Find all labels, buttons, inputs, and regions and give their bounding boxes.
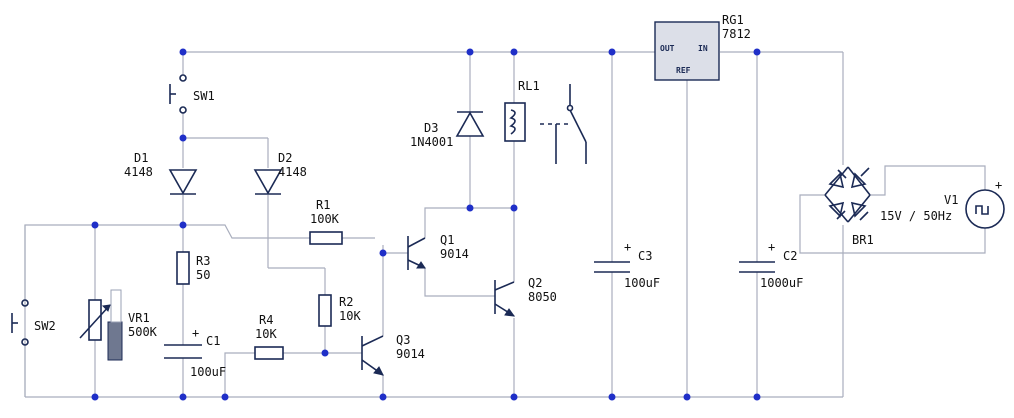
v1-value: 15V / 50Hz <box>880 209 952 223</box>
r1-value: 100K <box>310 212 340 226</box>
r1-label: R1 <box>316 198 330 212</box>
c3-label: C3 <box>638 249 652 263</box>
vr1-label: VR1 <box>128 311 150 325</box>
d1-label: D1 <box>134 151 148 165</box>
sw2-label: SW2 <box>34 319 56 333</box>
rg1-pin-ref: REF <box>676 66 691 75</box>
r3-label: R3 <box>196 254 210 268</box>
d3-value: 1N4001 <box>410 135 453 149</box>
relay-rl1 <box>504 84 587 164</box>
rg1-value: 7812 <box>722 27 751 41</box>
transistor-q1 <box>407 236 426 270</box>
rg1-pin-in: IN <box>698 44 708 53</box>
c2-polarity: + <box>768 240 775 254</box>
capacitor-c2 <box>739 261 775 273</box>
c1-label: C1 <box>206 334 220 348</box>
r2-value: 10K <box>339 309 361 323</box>
rl1-label: RL1 <box>518 79 540 93</box>
q1-label: Q1 <box>440 233 454 247</box>
c2-label: C2 <box>783 249 797 263</box>
resistor-r2 <box>318 294 332 327</box>
c2-value: 1000uF <box>760 276 803 290</box>
r2-label: R2 <box>339 295 353 309</box>
v1-label: V1 <box>944 193 958 207</box>
r4-label: R4 <box>259 313 273 327</box>
transistor-q2 <box>494 280 516 317</box>
q2-label: Q2 <box>528 276 542 290</box>
d2-value: 4148 <box>278 165 307 179</box>
d2-label: D2 <box>278 151 292 165</box>
ac-source-v1 <box>965 189 1005 229</box>
bridge-rectifier-br1 <box>824 166 871 223</box>
capacitor-c1 <box>164 344 202 359</box>
c1-polarity: + <box>192 326 199 340</box>
resistor-r3 <box>176 251 190 285</box>
v1-polarity: + <box>995 178 1002 192</box>
resistor-r1 <box>309 231 343 245</box>
switch-sw2 <box>11 299 29 346</box>
transistor-q3 <box>361 335 384 376</box>
diode-d3 <box>455 111 485 137</box>
rg1-pin-out: OUT <box>660 44 675 53</box>
r4-value: 10K <box>255 327 277 341</box>
regulator-rg1 <box>654 21 720 81</box>
q2-value: 8050 <box>528 290 557 304</box>
rg1-label: RG1 <box>722 13 744 27</box>
switch-sw1 <box>169 74 187 114</box>
junction-dots <box>91 48 761 401</box>
variable-resistor-vr1 <box>79 289 123 361</box>
d3-label: D3 <box>424 121 438 135</box>
q3-value: 9014 <box>396 347 425 361</box>
d1-value: 4148 <box>124 165 153 179</box>
r3-value: 50 <box>196 268 210 282</box>
q3-label: Q3 <box>396 333 410 347</box>
resistor-r4 <box>254 346 284 360</box>
c1-value: 100uF <box>190 365 226 379</box>
vr1-value: 500K <box>128 325 158 339</box>
c3-value: 100uF <box>624 276 660 290</box>
capacitor-c3 <box>594 261 630 273</box>
c3-polarity: + <box>624 240 631 254</box>
sw1-label: SW1 <box>193 89 215 103</box>
diode-d2 <box>253 169 283 195</box>
q1-value: 9014 <box>440 247 469 261</box>
br1-label: BR1 <box>852 233 874 247</box>
diode-d1 <box>168 169 198 195</box>
